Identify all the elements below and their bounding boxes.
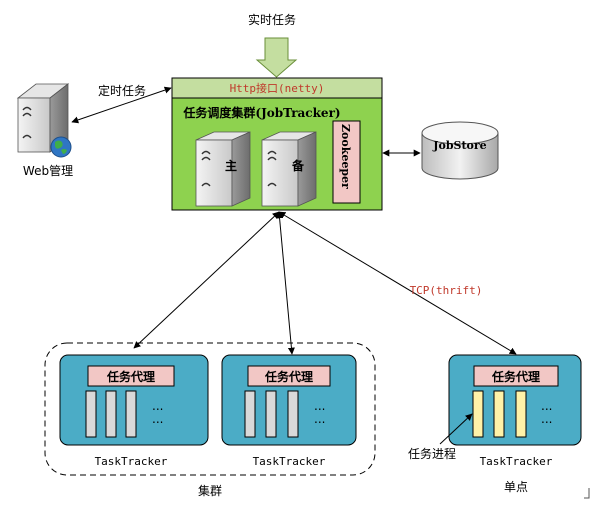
tasktracker-label: TaskTracker: [480, 455, 553, 468]
task-process-bar: [105, 390, 117, 438]
cluster-to-tracker1-arrow: [133, 211, 280, 349]
task-agent-box: [247, 365, 331, 387]
cluster-to-tracker3-arrow: [278, 211, 517, 355]
master-server-icon: [195, 131, 251, 207]
task-process-bar: [287, 390, 299, 438]
tasktracker-2: 任务代理 ... ...: [221, 354, 357, 446]
task-process-bar: [493, 390, 505, 438]
jobstore-cylinder-icon: [421, 121, 499, 180]
zookeeper-label: Zookeeper: [339, 124, 352, 189]
task-process-bar: [515, 390, 527, 438]
task-process-bar: [244, 390, 256, 438]
task-process-bar: [85, 390, 97, 438]
web-server-icon: [16, 83, 70, 153]
realtime-task-label: 实时任务: [248, 12, 296, 27]
paragraph-mark-icon: [584, 488, 590, 499]
task-process-bar: [265, 390, 277, 438]
task-process-label: 任务进程: [408, 446, 456, 461]
zookeeper-box: [332, 120, 361, 204]
ellipsis-label: ...: [152, 399, 163, 413]
task-process-pointer-arrow: [439, 413, 473, 445]
cluster-to-tracker2-arrow: [276, 211, 295, 355]
ellipsis-label: ...: [314, 399, 325, 413]
tcp-label: TCP(thrift): [410, 284, 483, 297]
backup-label: 备: [291, 158, 305, 173]
cluster-title: 任务调度集群(JobTracker): [182, 105, 340, 120]
cluster-caption: 集群: [198, 483, 222, 498]
tasktracker-1: 任务代理 ... ...: [59, 354, 209, 446]
web-manage-label: Web管理: [23, 163, 73, 178]
task-process-bar: [125, 390, 137, 438]
task-agent-box: [87, 365, 175, 387]
realtime-input-arrow-icon: [255, 37, 298, 78]
task-agent-label: 任务代理: [106, 369, 155, 384]
ellipsis-label: ...: [314, 412, 325, 426]
ellipsis-label: ...: [541, 412, 552, 426]
ellipsis-label: ...: [541, 399, 552, 413]
task-agent-label: 任务代理: [491, 369, 540, 384]
cluster-group-border: [44, 342, 376, 476]
http-interface-label: Http接口(netty): [230, 82, 325, 95]
backup-server-icon: [261, 131, 317, 207]
scheduled-task-label: 定时任务: [98, 83, 146, 98]
master-label: 主: [225, 158, 237, 173]
single-caption: 单点: [504, 480, 528, 494]
task-process-bar: [472, 390, 484, 438]
task-agent-box: [473, 365, 559, 387]
globe-icon: [50, 136, 72, 158]
tasktracker-3: 任务代理 ... ...: [448, 354, 582, 446]
tasktracker-label: TaskTracker: [253, 455, 326, 468]
jobtracker-cluster: Http接口(netty) 任务调度集群(JobTracker) 主 备 Zoo…: [171, 77, 383, 211]
web-to-cluster-arrow: [71, 86, 172, 124]
ellipsis-label: ...: [152, 412, 163, 426]
task-agent-label: 任务代理: [264, 369, 313, 384]
tasktracker-label: TaskTracker: [95, 455, 168, 468]
jobstore-label: JobStore: [432, 139, 486, 152]
